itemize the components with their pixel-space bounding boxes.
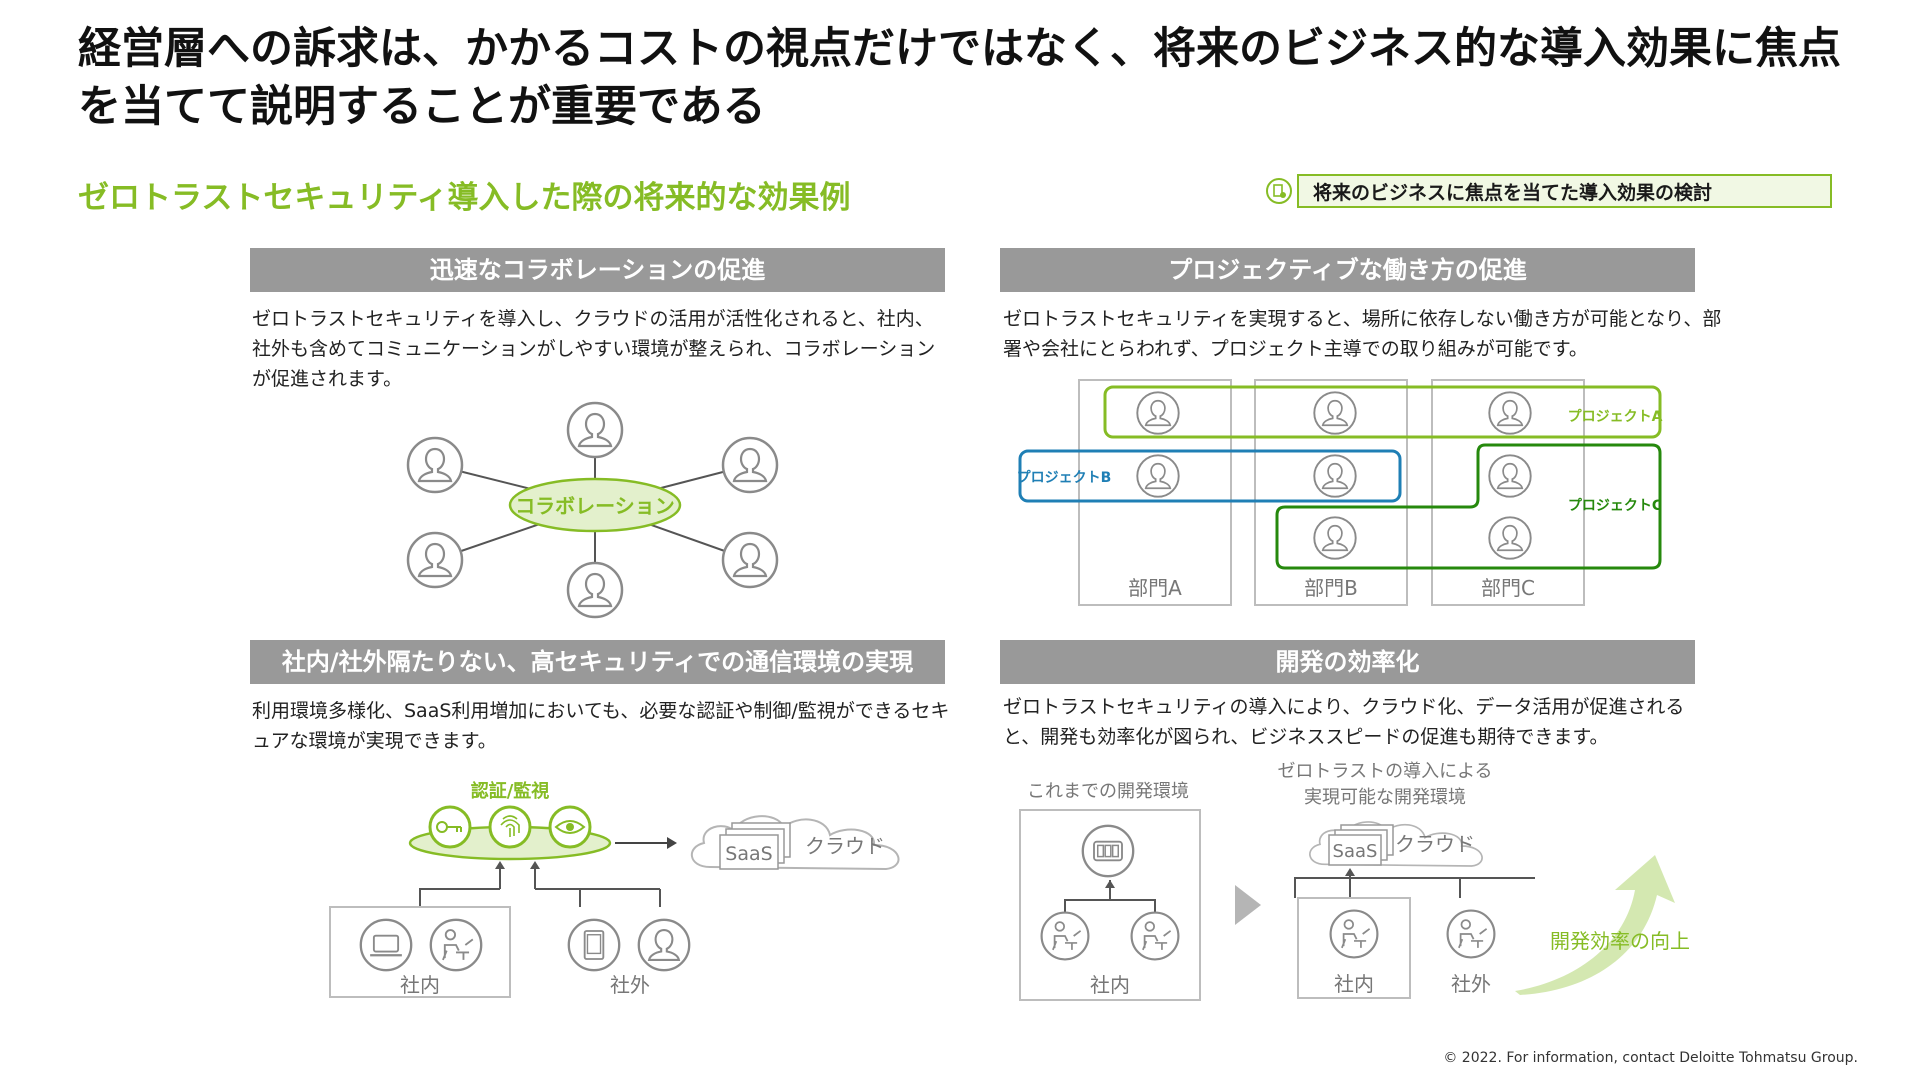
collab-diagram: コラボレーション: [406, 401, 779, 619]
after-inside-box: [1297, 897, 1411, 999]
desk-worker-icon: [1040, 911, 1090, 961]
arrow-right-icon: [1235, 885, 1261, 925]
before-box: [1019, 809, 1201, 1001]
after-label-1: ゼロトラストの導入による: [1277, 761, 1492, 782]
after-inside-label: 社内: [1334, 972, 1374, 996]
after-outside-label: 社外: [1451, 972, 1491, 996]
person-icon: [1488, 391, 1532, 435]
project-b-label: プロジェクトB: [1017, 470, 1112, 486]
collab-heading: 迅速なコラボレーションの促進: [250, 248, 945, 292]
desk-worker-icon: [1130, 911, 1180, 961]
network-description: 利用環境多様化、SaaS利用増加においても、必要な認証や制御/監視ができるセキュ…: [252, 700, 950, 752]
after-label-2: 実現可能な開発環境: [1304, 787, 1466, 808]
person-icon: [1488, 516, 1532, 560]
desk-worker-icon: [1446, 909, 1496, 959]
desk-worker-icon: [1329, 909, 1379, 959]
cloud-label: クラウド: [805, 834, 885, 858]
project-c-label: プロジェクトC: [1568, 498, 1662, 514]
cloud-label: クラウド: [1395, 832, 1475, 856]
saas-label: SaaS: [725, 843, 772, 865]
person-icon: [1136, 454, 1180, 498]
growth-arrow-icon: [1515, 855, 1675, 995]
section-subtitle: ゼロトラストセキュリティ導入した際の将来的な効果例: [78, 180, 851, 216]
department-a-box: [1078, 379, 1232, 606]
collab-description: ゼロトラストセキュリティを導入し、クラウドの活用が活性化されると、社内、社外も含…: [252, 308, 936, 390]
person-icon: [1136, 391, 1180, 435]
person-icon: [406, 531, 464, 589]
collab-hub-label: コラボレーション: [515, 494, 675, 518]
project-description: ゼロトラストセキュリティを実現すると、場所に依存しない働き方が可能となり、部署や…: [1003, 308, 1722, 360]
server-icon: [1081, 824, 1135, 878]
department-b-box: [1254, 379, 1408, 606]
dev-description: ゼロトラストセキュリティの導入により、クラウド化、データ活用が促進されると、開発…: [1003, 696, 1685, 748]
project-a-label: プロジェクトA: [1568, 409, 1663, 425]
person-icon: [1313, 454, 1357, 498]
tablet-icon: [567, 918, 621, 972]
desk-worker-icon: [429, 918, 483, 972]
person-icon: [721, 531, 779, 589]
legend-label: 将来のビジネスに焦点を当てた導入効果の検討: [1297, 174, 1832, 208]
outside-label: 社外: [610, 973, 650, 997]
person-icon: [637, 918, 691, 972]
person-icon: [1488, 454, 1532, 498]
person-icon: [1313, 391, 1357, 435]
person-icon: [721, 436, 779, 494]
project-diagram: 部門A 部門B 部門C プロジェクトA プロジェクトB プロジェクトC: [1017, 379, 1663, 606]
eye-icon: [548, 805, 592, 849]
page-title: 経営層への訴求は、かかるコストの視点だけではなく、将来のビジネス的な導入効果に焦…: [78, 24, 1841, 132]
fingerprint-icon: [488, 805, 532, 849]
key-icon: [428, 805, 472, 849]
saas-label: SaaS: [1333, 841, 1378, 862]
project-c-outline: [1275, 443, 1662, 570]
copyright-footer: © 2022. For information, contact Deloitt…: [1443, 1050, 1858, 1066]
dev-heading: 開発の効率化: [1000, 640, 1695, 684]
department-a-label: 部門A: [1128, 576, 1182, 600]
person-icon: [566, 401, 624, 459]
before-inside-label: 社内: [1090, 973, 1130, 997]
document-check-icon: [1266, 178, 1292, 204]
network-diagram: 認証/監視 SaaS クラウド 社内 社外: [329, 780, 900, 998]
improvement-label: 開発効率の向上: [1550, 929, 1690, 953]
laptop-icon: [359, 918, 413, 972]
department-c-box: [1431, 379, 1585, 606]
department-b-label: 部門B: [1304, 576, 1358, 600]
inside-box: [329, 906, 511, 998]
department-c-label: 部門C: [1481, 576, 1535, 600]
project-a-outline: [1103, 385, 1662, 439]
inside-label: 社内: [400, 973, 440, 997]
dev-diagram: これまでの開発環境 社内 ゼロトラストの導入による 実現可能な開発環境 SaaS…: [1019, 761, 1690, 1001]
auth-label: 認証/監視: [471, 780, 550, 802]
project-heading: プロジェクティブな働き方の促進: [1000, 248, 1695, 292]
collab-hub: [508, 477, 682, 533]
network-heading: 社内/社外隔たりない、高セキュリティでの通信環境の実現: [250, 640, 945, 684]
project-b-outline: [1018, 449, 1402, 503]
before-label: これまでの開発環境: [1027, 781, 1189, 802]
person-icon: [1313, 516, 1357, 560]
person-icon: [566, 561, 624, 619]
person-icon: [406, 436, 464, 494]
